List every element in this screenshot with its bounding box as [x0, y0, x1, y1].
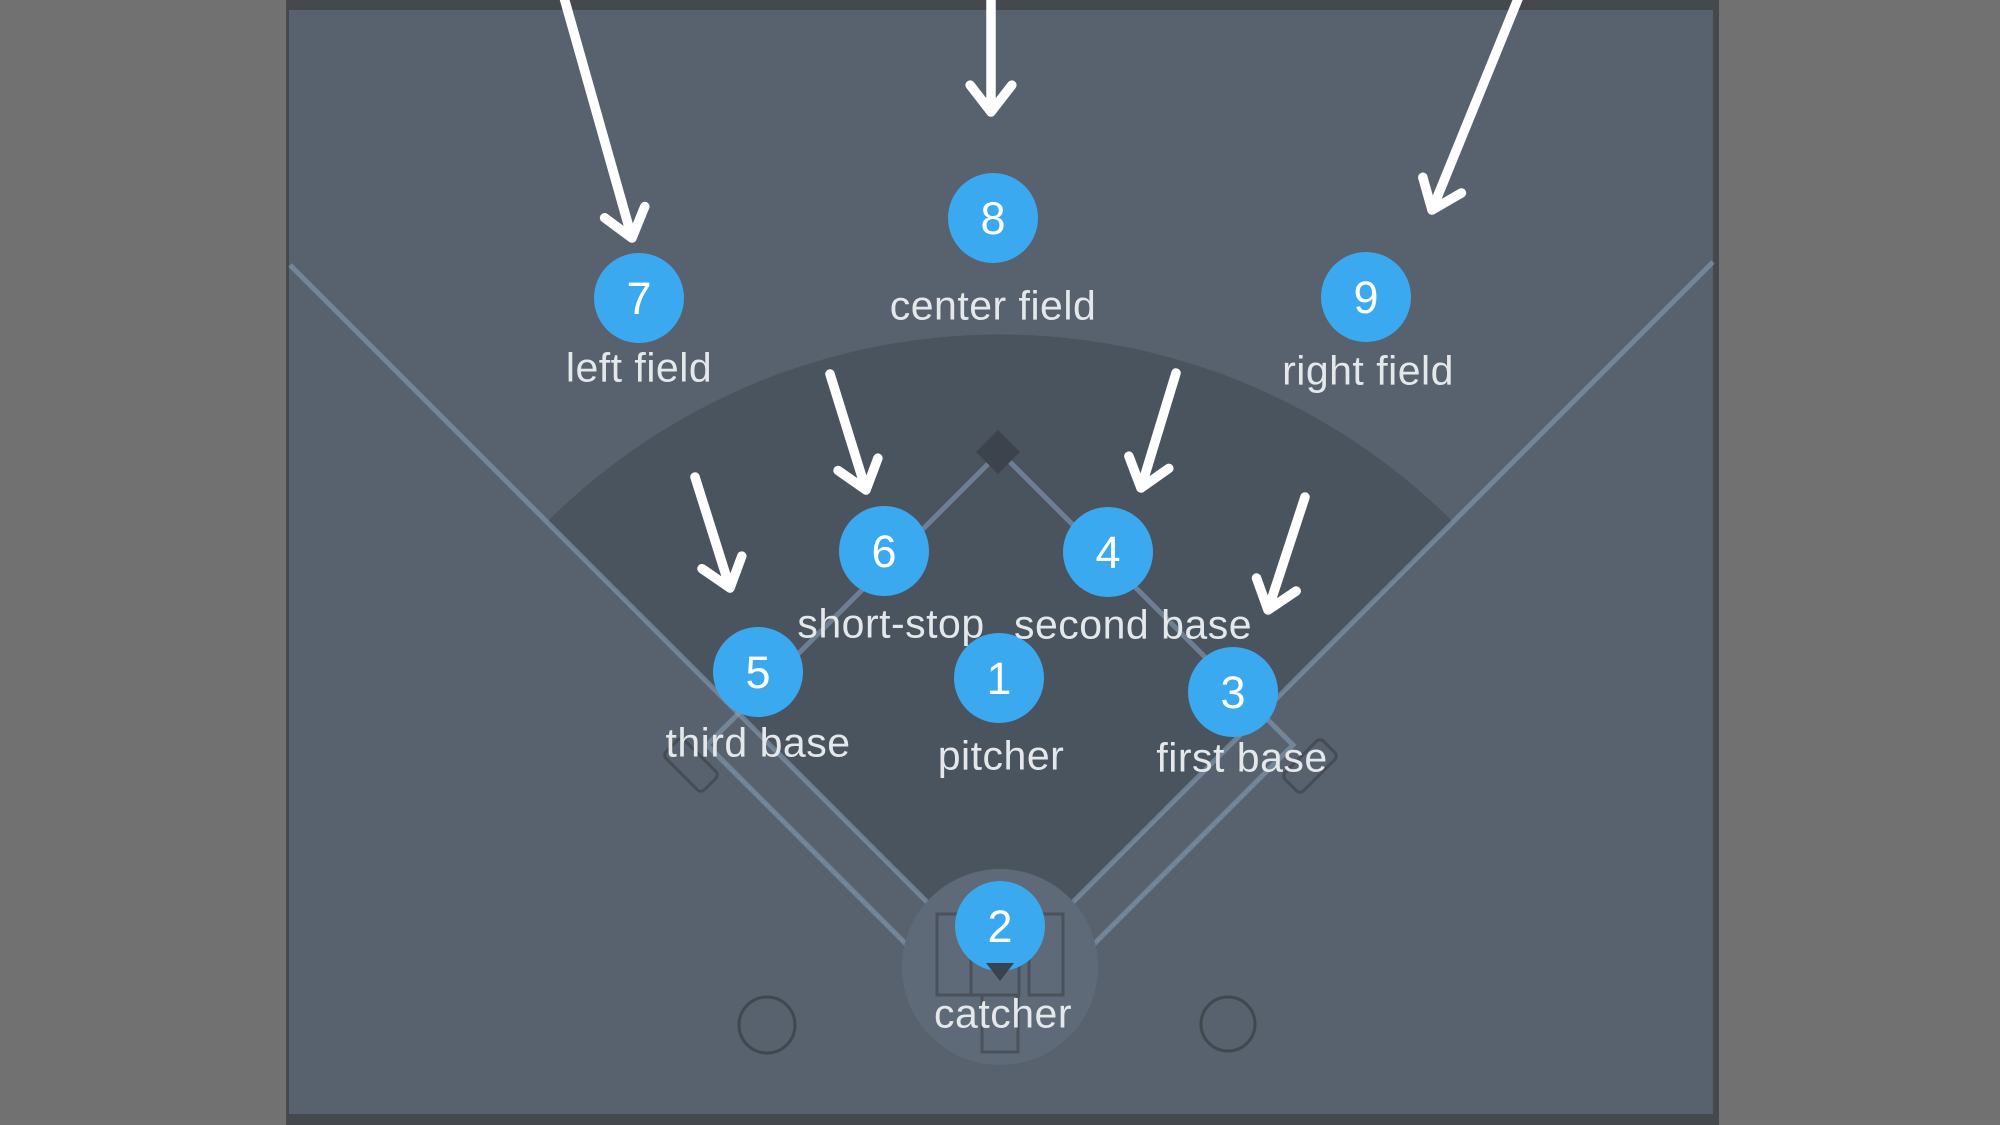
arrow-to-left-field	[559, 0, 650, 243]
arrow-shaft-and-head	[690, 472, 747, 593]
player-marker-6[interactable]: 6	[839, 506, 929, 596]
arrow-shaft-and-head	[965, 0, 1017, 117]
arrow-to-first-base	[1251, 492, 1310, 615]
player-number: 7	[626, 272, 652, 324]
arrow-to-center-field	[965, 0, 1017, 117]
position-label-catcher: catcher	[934, 990, 1072, 1037]
arrow-shaft-and-head	[825, 369, 883, 495]
first-base-bag	[1282, 738, 1338, 794]
foul-line-left	[288, 263, 1002, 977]
position-label-third-base: third base	[665, 719, 851, 766]
third-base-bag	[663, 737, 719, 793]
player-marker-7[interactable]: 7	[594, 253, 684, 343]
position-label-left-field: left field	[565, 344, 713, 391]
player-number: 2	[987, 900, 1013, 952]
player-marker-2[interactable]: 2	[955, 881, 1045, 981]
position-label-short-stop: short-stop	[797, 600, 985, 647]
arrow-to-second-base	[1124, 368, 1181, 493]
player-marker-8[interactable]: 8	[948, 173, 1038, 263]
arrow-to-right-field	[1418, 0, 1523, 215]
position-label-center-field: center field	[889, 282, 1097, 329]
player-number: 6	[871, 525, 897, 577]
second-base-marker	[976, 430, 1020, 474]
player-number: 4	[1095, 526, 1121, 578]
player-number: 3	[1220, 666, 1246, 718]
arrows-layer	[559, 0, 1523, 615]
player-marker-5[interactable]: 5	[713, 627, 803, 717]
player-number: 1	[986, 652, 1012, 704]
position-label-first-base: first base	[1156, 734, 1328, 781]
player-marker-1[interactable]: 1	[954, 633, 1044, 723]
player-number: 5	[745, 646, 771, 698]
player-marker-9[interactable]: 9	[1321, 252, 1411, 342]
position-label-right-field: right field	[1282, 347, 1454, 394]
arrow-shaft-and-head	[1418, 0, 1523, 215]
catcher-box	[980, 993, 1020, 1054]
arrow-shaft-and-head	[1251, 492, 1310, 615]
arrow-to-short-stop	[825, 369, 883, 495]
player-marker-3[interactable]: 3	[1188, 647, 1278, 737]
player-marker-4[interactable]: 4	[1063, 507, 1153, 597]
marker-pointer	[986, 963, 1014, 981]
position-label-pitcher: pitcher	[937, 732, 1065, 779]
on-deck-circle-right	[1199, 995, 1257, 1053]
position-label-second-base: second base	[1013, 601, 1253, 648]
on-deck-circle-left	[737, 995, 797, 1055]
player-number: 9	[1353, 271, 1379, 323]
arrow-shaft-and-head	[559, 0, 650, 243]
arrow-shaft-and-head	[1124, 368, 1181, 493]
arrow-to-third-base	[690, 472, 747, 593]
foul-line-right	[998, 260, 1715, 977]
player-number: 8	[980, 192, 1006, 244]
